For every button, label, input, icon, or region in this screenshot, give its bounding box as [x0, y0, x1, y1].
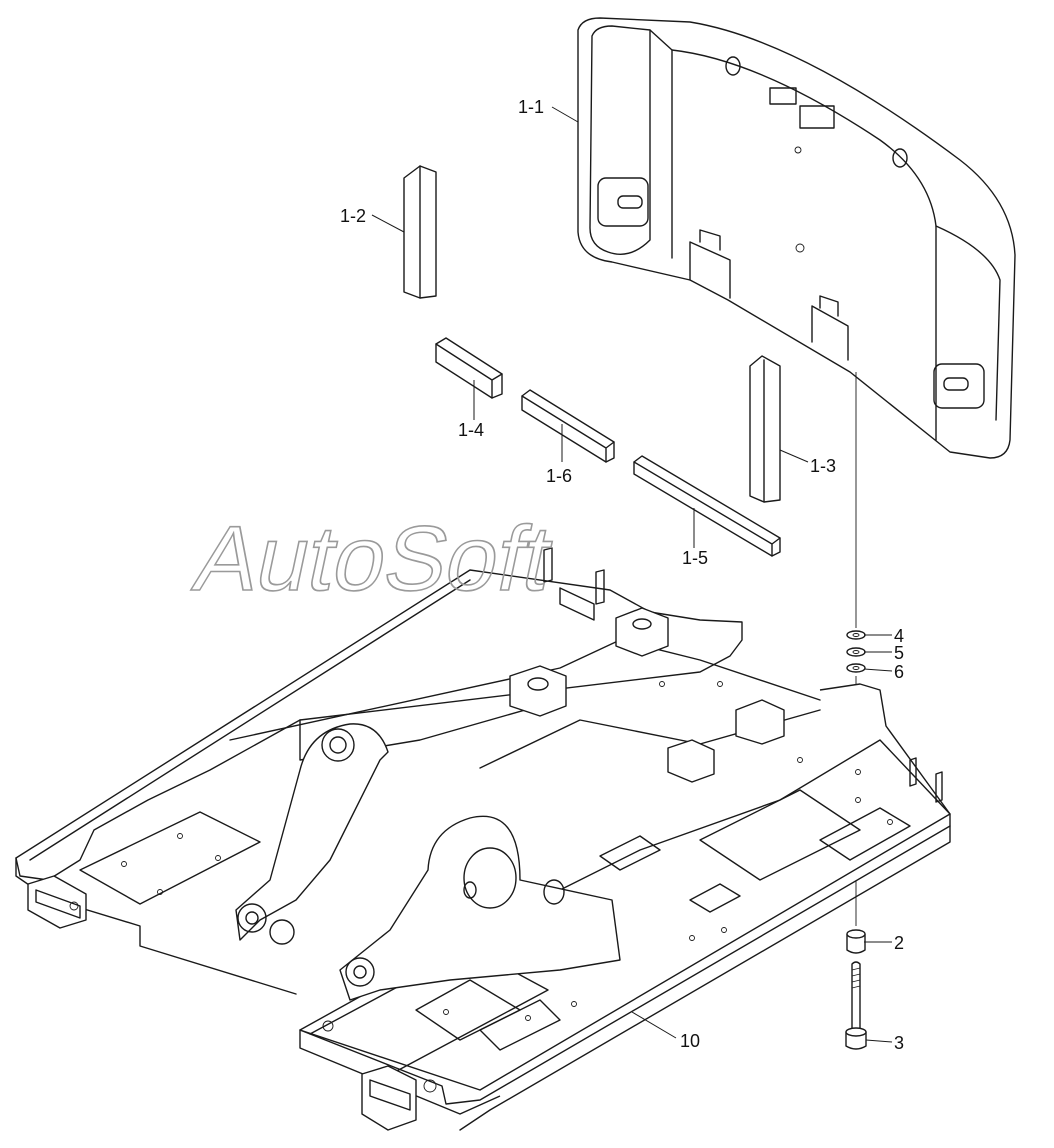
weight-1-3-part[interactable]	[749, 355, 781, 503]
weight-1-6-part[interactable]	[521, 389, 615, 463]
spacer-2-part[interactable]	[846, 929, 866, 954]
callout-1-5: 1-5	[682, 548, 708, 568]
callout-6: 6	[894, 662, 904, 682]
bolt-3-part[interactable]	[845, 961, 867, 1050]
weight-1-2-part[interactable]	[403, 165, 437, 299]
callout-1-6: 1-6	[546, 466, 572, 486]
leader-lines	[371, 106, 893, 1043]
watermark-text: AutoSoft	[186, 507, 561, 610]
callout-2: 2	[894, 933, 904, 953]
callout-1-3: 1-3	[810, 456, 836, 476]
callout-1-2: 1-2	[340, 206, 366, 226]
callout-1-1: 1-1	[518, 97, 544, 117]
callout-5: 5	[894, 643, 904, 663]
callout-10: 10	[680, 1031, 700, 1051]
weight-1-4-part[interactable]	[435, 337, 503, 399]
weight-1-5-part[interactable]	[633, 455, 781, 557]
washer-6-part[interactable]	[846, 663, 866, 673]
callout-4: 4	[894, 626, 904, 646]
washer-5-part[interactable]	[846, 647, 866, 657]
callout-3: 3	[894, 1033, 904, 1053]
callout-1-4: 1-4	[458, 420, 484, 440]
washer-4-part[interactable]	[846, 630, 866, 640]
counterweight-part[interactable]	[577, 17, 1016, 459]
upper-frame-part[interactable]	[15, 547, 951, 1131]
